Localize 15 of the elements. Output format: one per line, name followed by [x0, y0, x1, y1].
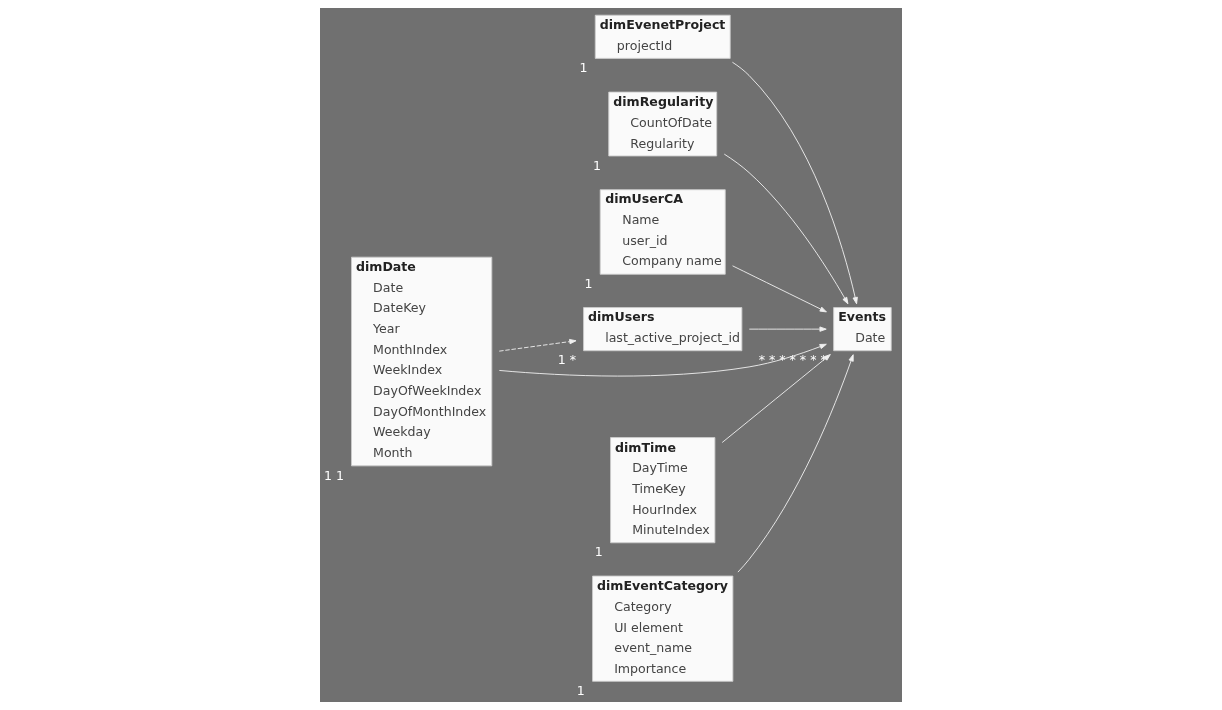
node-label: 1 [584, 275, 593, 291]
arrow [731, 61, 858, 305]
node-label: 1 * [557, 352, 577, 368]
node-label: 1 [594, 544, 603, 560]
node-label: 1 [593, 157, 602, 173]
node-label: 1 1 [323, 467, 344, 483]
arrow [498, 338, 577, 352]
node-label: 1 [579, 60, 588, 76]
arrow [748, 326, 827, 332]
arrow [723, 153, 849, 305]
node-label: 1 [576, 682, 585, 698]
arrow [498, 343, 827, 377]
arrow [732, 265, 827, 313]
arrow [737, 354, 854, 573]
arrow [721, 354, 831, 443]
